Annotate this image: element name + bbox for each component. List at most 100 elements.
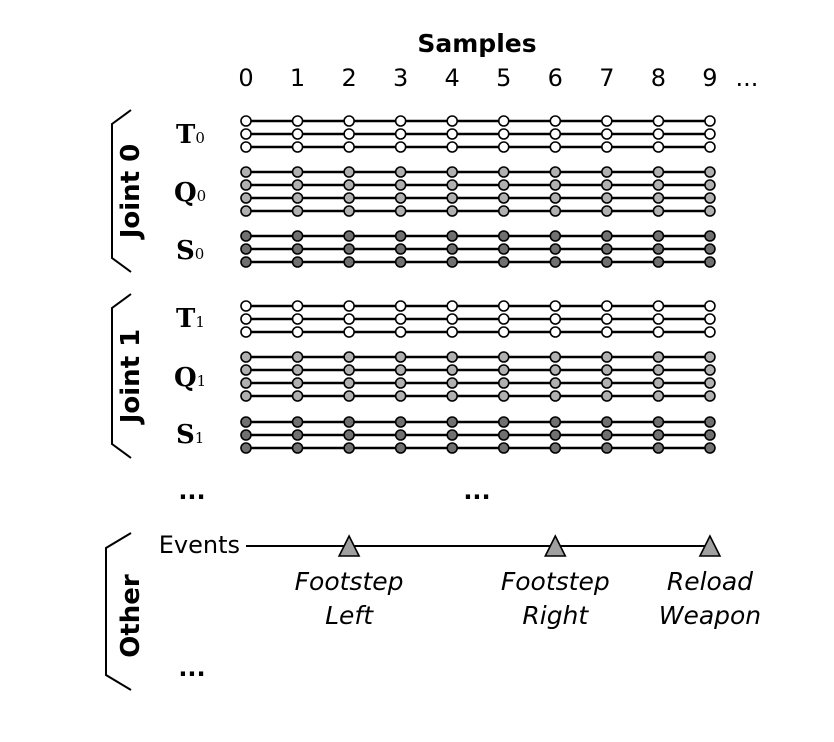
sample-point bbox=[394, 179, 407, 191]
sample-point bbox=[652, 300, 665, 312]
event-name-line2: Weapon bbox=[659, 601, 761, 630]
track-channel-row bbox=[240, 141, 716, 153]
sample-point bbox=[446, 351, 459, 363]
sample-point bbox=[497, 128, 510, 140]
sample-point bbox=[601, 326, 613, 338]
sample-point bbox=[291, 442, 304, 454]
sample-point bbox=[704, 377, 716, 389]
sample-point bbox=[497, 243, 510, 255]
sample-point bbox=[240, 166, 252, 178]
event-name-line1: Footstep bbox=[295, 567, 404, 596]
other-label: Other bbox=[116, 574, 146, 658]
grid-ellipsis: ... bbox=[463, 477, 490, 505]
event-name-line2: Right bbox=[522, 601, 589, 630]
sample-point bbox=[291, 313, 304, 325]
sample-point bbox=[601, 429, 613, 441]
joint-1-bracket bbox=[111, 293, 132, 459]
track-channel-row bbox=[240, 205, 716, 217]
sample-point bbox=[497, 442, 510, 454]
sample-point bbox=[240, 230, 252, 242]
sample-point bbox=[549, 442, 562, 454]
samples-title: Samples bbox=[417, 29, 536, 58]
sample-point bbox=[291, 256, 304, 268]
sample-point bbox=[291, 364, 304, 376]
sample-grid bbox=[240, 115, 716, 454]
sample-point bbox=[446, 166, 459, 178]
other-ellipsis: ... bbox=[178, 654, 205, 682]
sample-point bbox=[291, 192, 304, 204]
track-channel-row bbox=[240, 166, 716, 178]
track-channel-row bbox=[240, 326, 716, 338]
sample-point bbox=[601, 256, 613, 268]
sample-point bbox=[343, 192, 355, 204]
sample-point bbox=[394, 115, 407, 127]
track-channel-row bbox=[240, 256, 716, 268]
sample-point bbox=[394, 390, 407, 402]
sample-point bbox=[240, 141, 252, 153]
sample-index-label: 5 bbox=[496, 64, 511, 92]
sample-point bbox=[549, 256, 562, 268]
sample-point bbox=[497, 230, 510, 242]
sample-point bbox=[394, 128, 407, 140]
sample-point bbox=[497, 115, 510, 127]
sample-point bbox=[704, 364, 716, 376]
sample-point bbox=[394, 326, 407, 338]
sample-index-label: 7 bbox=[599, 64, 614, 92]
sample-point bbox=[291, 377, 304, 389]
sample-point bbox=[704, 416, 716, 428]
joint-0-bracket bbox=[111, 109, 132, 273]
sample-point bbox=[394, 313, 407, 325]
sample-index-label: 1 bbox=[290, 64, 305, 92]
sample-point bbox=[291, 166, 304, 178]
sample-point bbox=[343, 416, 355, 428]
sample-point bbox=[601, 192, 613, 204]
sample-point bbox=[394, 351, 407, 363]
sample-point bbox=[343, 442, 355, 454]
sample-point bbox=[601, 351, 613, 363]
sample-point bbox=[343, 243, 355, 255]
sample-point bbox=[601, 205, 613, 217]
joint-0-scale-label: S0 bbox=[176, 236, 204, 266]
sample-point bbox=[394, 364, 407, 376]
sample-point bbox=[549, 192, 562, 204]
events-label: Events bbox=[159, 531, 240, 559]
track-subscript: 0 bbox=[195, 129, 205, 147]
sample-point bbox=[549, 141, 562, 153]
sample-point bbox=[497, 390, 510, 402]
sample-index-label: 6 bbox=[548, 64, 563, 92]
sample-point bbox=[291, 141, 304, 153]
sample-point bbox=[394, 442, 407, 454]
sample-point bbox=[394, 205, 407, 217]
sample-point bbox=[446, 429, 459, 441]
other-group: Other Events FootstepLeftFootstepRightRe… bbox=[105, 531, 761, 691]
joint-1-scale-label: S1 bbox=[176, 420, 204, 450]
sample-point bbox=[497, 166, 510, 178]
sample-point bbox=[240, 351, 252, 363]
sample-point bbox=[343, 115, 355, 127]
sample-point bbox=[291, 115, 304, 127]
sample-point bbox=[240, 429, 252, 441]
sample-point bbox=[652, 351, 665, 363]
sample-point bbox=[704, 141, 716, 153]
sample-point bbox=[343, 179, 355, 191]
track-channel-row bbox=[240, 115, 716, 127]
track-subscript: 1 bbox=[197, 372, 207, 390]
sample-point bbox=[343, 351, 355, 363]
sample-point bbox=[704, 192, 716, 204]
track-letter: T bbox=[176, 120, 196, 150]
sample-point bbox=[601, 442, 613, 454]
sample-point bbox=[240, 364, 252, 376]
track-channel-row bbox=[240, 390, 716, 402]
other-bracket bbox=[105, 532, 132, 691]
sample-point bbox=[652, 243, 665, 255]
event-marker bbox=[698, 534, 722, 557]
sample-point bbox=[549, 115, 562, 127]
sample-point bbox=[601, 243, 613, 255]
sample-point bbox=[549, 351, 562, 363]
track-letter: T bbox=[176, 304, 196, 334]
track-letter: S bbox=[176, 236, 195, 266]
sample-index-label: 3 bbox=[393, 64, 408, 92]
sample-point bbox=[549, 390, 562, 402]
